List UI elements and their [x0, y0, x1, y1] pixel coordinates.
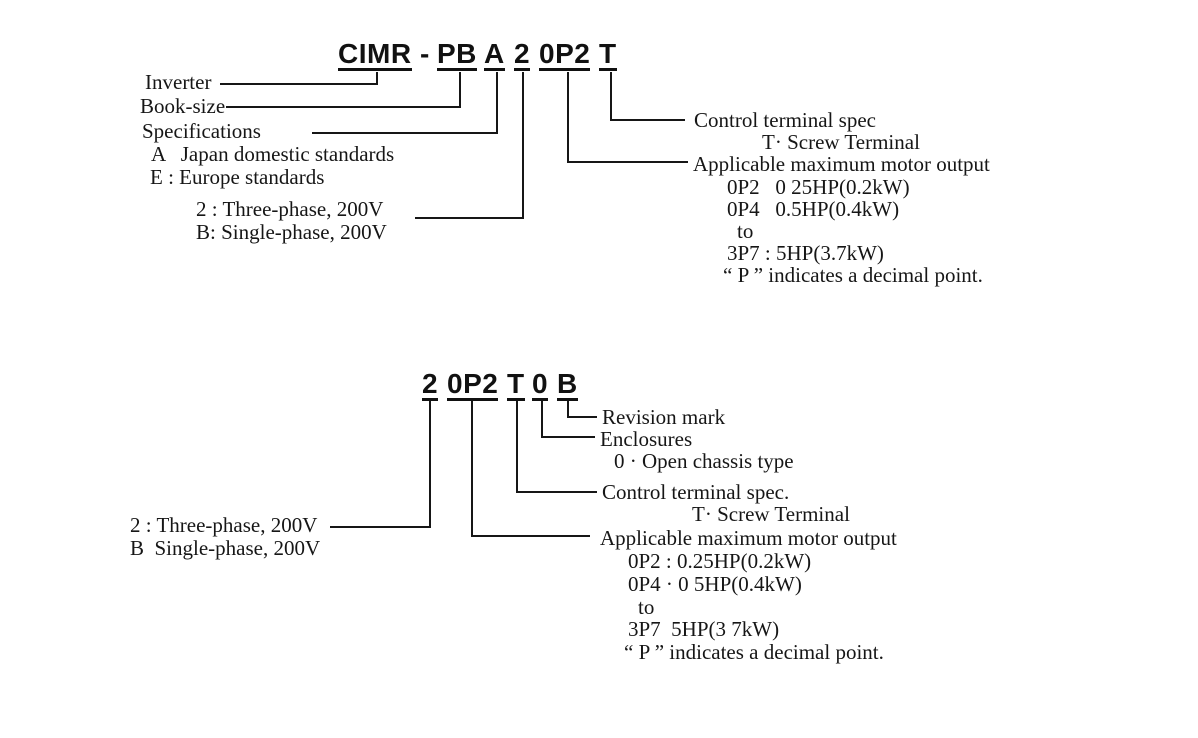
control-terminal-option: T· Screw Terminal — [762, 130, 920, 154]
code-segment-pb: PB — [437, 38, 477, 71]
code-segment-cimr: CIMR — [338, 38, 412, 71]
spec-option-europe: E : Europe standards — [150, 165, 325, 189]
phase-option-three-phase: 2 : Three-phase, 200V — [196, 197, 384, 221]
label-enclosures: Enclosures — [600, 427, 693, 451]
leader-inverter — [220, 72, 378, 85]
motor-output-option: 0P2 : 0.25HP(0.2kW) — [628, 549, 812, 573]
leader-revision-mark — [567, 401, 597, 418]
code-segment-b: B — [557, 368, 578, 401]
leader-book-size — [226, 72, 461, 108]
phase-option-three-phase: 2 : Three-phase, 200V — [130, 513, 318, 537]
leader-enclosures — [541, 401, 595, 438]
leader-phase-d2 — [330, 401, 431, 528]
label-revision-mark: Revision mark — [602, 405, 726, 429]
spec-option-japan: A Japan domestic standards — [151, 142, 395, 166]
motor-output-option: 0P4 · 0 5HP(0.4kW) — [628, 572, 802, 596]
label-control-terminal-spec: Control terminal spec. — [602, 480, 790, 504]
motor-output-option: 3P7 5HP(3 7kW) — [628, 617, 780, 641]
code-segment-hyphen: - — [420, 38, 430, 69]
label-control-terminal-spec: Control terminal spec — [694, 108, 876, 132]
label-specifications: Specifications — [142, 119, 261, 143]
code-segment-t: T — [599, 38, 617, 71]
motor-output-option: 0P2 0 25HP(0.2kW) — [727, 175, 910, 199]
code-segment-0p2: 0P2 — [539, 38, 591, 71]
motor-output-option: to — [638, 595, 655, 619]
decimal-point-note: “ P ” indicates a decimal point. — [624, 640, 884, 664]
code-segment-t: T — [507, 368, 525, 401]
leader-motor-output-d2 — [471, 401, 590, 537]
label-motor-output: Applicable maximum motor output — [600, 526, 897, 550]
code-segment-2: 2 — [422, 368, 439, 401]
code-segment-a: A — [484, 38, 505, 71]
code-segment-2: 2 — [514, 38, 531, 71]
leader-phase-d1 — [415, 72, 524, 219]
leader-motor-output-d1 — [567, 72, 688, 163]
motor-output-option: 3P7 : 5HP(3.7kW) — [727, 241, 884, 265]
control-terminal-option: T· Screw Terminal — [692, 502, 850, 526]
leader-control-term-d1 — [610, 72, 685, 121]
code-segment-0p2: 0P2 — [447, 368, 499, 401]
enclosures-option: 0 · Open chassis type — [614, 449, 794, 473]
leader-control-term-d2 — [516, 401, 597, 493]
label-book-size: Book-size — [140, 94, 226, 118]
motor-output-option: to — [737, 219, 754, 243]
leader-specifications — [312, 72, 498, 134]
phase-option-single-phase: B Single-phase, 200V — [130, 536, 321, 560]
code-segment-0: 0 — [532, 368, 549, 401]
label-motor-output: Applicable maximum motor output — [693, 152, 990, 176]
motor-output-option: 0P4 0.5HP(0.4kW) — [727, 197, 900, 221]
decimal-point-note: “ P ” indicates a decimal point. — [723, 263, 983, 287]
label-inverter: Inverter — [145, 70, 212, 94]
phase-option-single-phase: B: Single-phase, 200V — [196, 220, 387, 244]
